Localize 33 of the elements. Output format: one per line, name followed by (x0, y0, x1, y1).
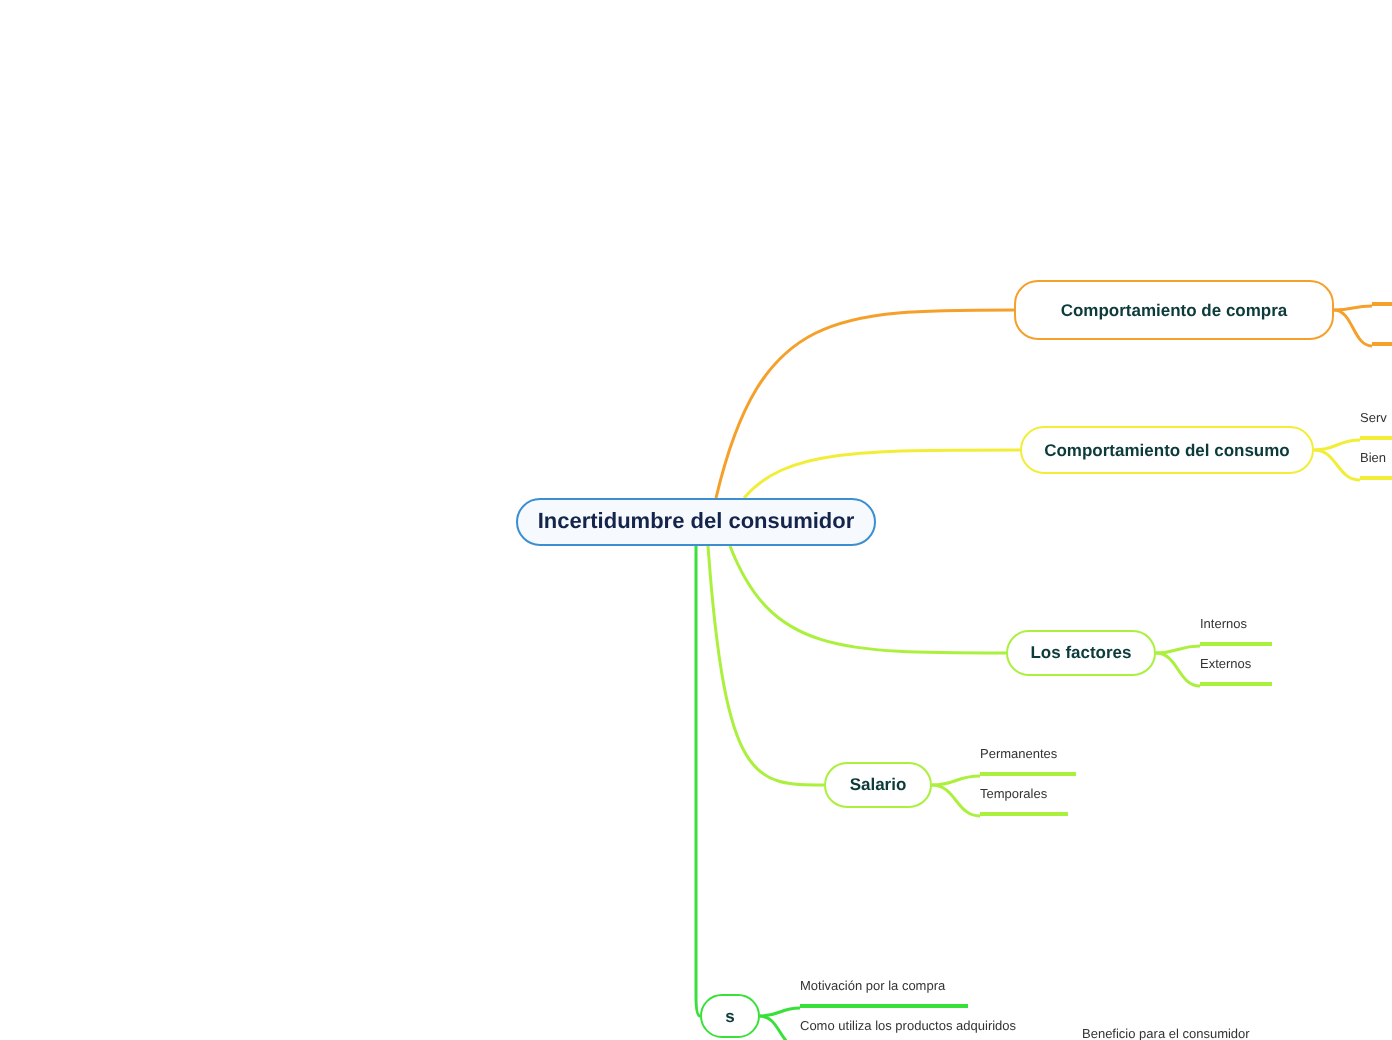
topic-box (1014, 280, 1334, 340)
branch-line (742, 448, 1020, 500)
topic-box (824, 762, 932, 808)
branch-line (931, 783, 981, 818)
subtopic-underline (980, 790, 1068, 816)
topic-text: s (725, 1007, 735, 1025)
subtopic-underline (1360, 454, 1392, 480)
topic-text: Comportamiento del consumo (1044, 441, 1290, 459)
topic-box (1006, 630, 1156, 676)
subtopic-underline (1200, 620, 1272, 646)
branch-line (931, 774, 981, 787)
branch-line (1313, 438, 1361, 452)
subtopic-underline (800, 982, 968, 1008)
branch-line (1313, 448, 1361, 482)
branch-line (1155, 651, 1201, 688)
branch-line (759, 1006, 801, 1018)
branch-line (1155, 644, 1201, 655)
subtopic-underline (1360, 414, 1392, 440)
topic-text: Comportamiento de compra (1060, 301, 1288, 319)
subtopic-underline (980, 750, 1076, 776)
subtopic-underline (1200, 660, 1272, 686)
branch-line (728, 545, 1006, 655)
branch-line (714, 308, 1014, 499)
topic-text: Incertidumbre del consumidor (537, 511, 855, 533)
branch-line (1333, 308, 1373, 348)
branch-line (706, 545, 824, 787)
topic-text: Los factores (1030, 644, 1132, 662)
topic-box (1020, 426, 1314, 474)
branch-line (1333, 304, 1373, 312)
branch-line (694, 546, 702, 1017)
topic-box (700, 994, 760, 1038)
topic-text: Salario (849, 776, 907, 794)
central-topic-box (516, 498, 876, 546)
